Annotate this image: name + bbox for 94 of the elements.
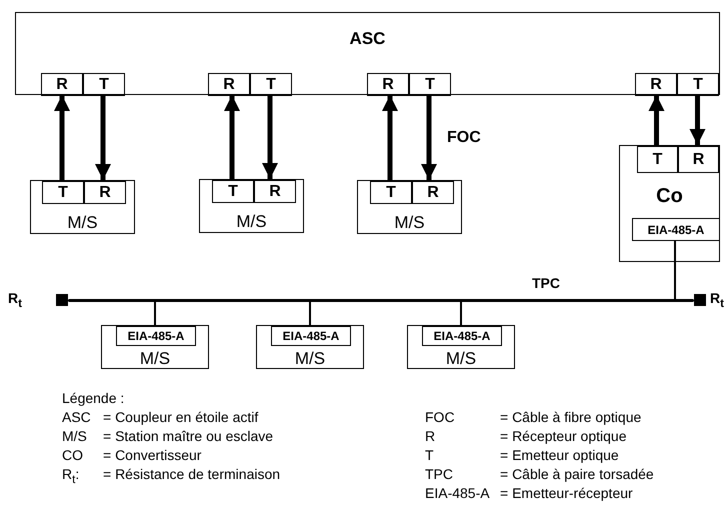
- legend-abbreviation: T: [425, 448, 434, 462]
- port-box: [41, 73, 83, 96]
- legend-abbreviation: EIA-485-A: [425, 486, 490, 500]
- legend-abbreviation: TPC: [425, 467, 453, 481]
- station-label: M/S: [236, 213, 267, 230]
- cable-label: FOC: [447, 130, 481, 146]
- arrow: [382, 95, 398, 180]
- legend-definition: = Emetteur optique: [500, 448, 619, 462]
- port-letter: R: [650, 76, 662, 92]
- legend-abbreviation: M/S: [62, 429, 87, 443]
- coupler-box: [15, 12, 720, 95]
- legend-abbreviation: R: [425, 429, 436, 443]
- cable-label: TPC: [532, 276, 560, 290]
- connector-line: [674, 240, 676, 299]
- legend-definition: = Station maître ou esclave: [103, 429, 274, 443]
- port-box: [83, 73, 125, 96]
- transceiver-box: [271, 326, 351, 346]
- legend-definition: = Récepteur optique: [500, 429, 626, 443]
- port-box: [367, 73, 409, 96]
- transceiver-label: EIA-485-A: [434, 330, 490, 342]
- coupler-label: ASC: [350, 30, 386, 47]
- port-letter: T: [386, 184, 396, 200]
- port-box: [678, 146, 719, 173]
- station-box: [407, 325, 515, 369]
- converter-label: Co: [656, 186, 683, 206]
- port-box: [412, 181, 454, 204]
- port-box: [409, 73, 451, 96]
- port-letter: R: [692, 152, 704, 168]
- station-label: M/S: [67, 214, 98, 231]
- connector-line: [154, 302, 156, 325]
- arrow: [421, 95, 437, 180]
- arrow: [54, 95, 70, 180]
- station-box: [357, 180, 462, 234]
- legend-definition: = Coupleur en étoile actif: [103, 410, 258, 424]
- station-label: M/S: [294, 350, 326, 367]
- terminator-label: R$_{t}$: [710, 291, 724, 310]
- legend-abbreviation: ASC: [62, 410, 91, 424]
- port-box: [250, 73, 292, 96]
- port-letter: T: [266, 76, 276, 92]
- port-letter: T: [58, 184, 68, 200]
- station-label: M/S: [394, 214, 425, 231]
- legend-definition: = Câble à fibre optique: [500, 410, 642, 424]
- bus-line: [68, 299, 694, 302]
- port-box: [635, 73, 677, 96]
- connector-line: [460, 302, 462, 325]
- transceiver-box: [632, 218, 720, 241]
- port-letter: T: [228, 184, 238, 200]
- legend-abbreviation: CO: [62, 448, 83, 462]
- port-box: [370, 181, 412, 204]
- station-box: [199, 179, 304, 233]
- port-letter: T: [99, 76, 109, 92]
- station-label: M/S: [140, 350, 170, 367]
- port-letter: R: [382, 76, 394, 92]
- legend-abbreviation: R$_{t}$:: [62, 467, 80, 486]
- port-box: [208, 73, 250, 96]
- arrow: [648, 95, 664, 145]
- transceiver-label: EIA-485-A: [282, 330, 340, 342]
- port-letter: R: [99, 184, 111, 200]
- converter-box: [619, 145, 720, 262]
- legend-title: Légende :: [62, 391, 124, 405]
- transceiver-label: EIA-485-A: [128, 330, 184, 342]
- port-box: [637, 146, 678, 173]
- port-letter: T: [652, 152, 662, 168]
- transceiver-box: [422, 326, 502, 346]
- terminator-label: R$_{t}$: [8, 291, 22, 310]
- station-box: [30, 180, 135, 234]
- transceiver-box: [116, 326, 196, 346]
- station-label: M/S: [446, 350, 476, 367]
- legend-definition: = Convertisseur: [103, 448, 202, 462]
- station-box: [101, 325, 209, 369]
- legend-definition: = Emetteur-récepteur: [500, 486, 633, 500]
- port-letter: R: [56, 76, 68, 92]
- arrow: [690, 95, 706, 145]
- legend-definition: = Résistance de terminaison: [103, 467, 280, 481]
- port-letter: R: [427, 184, 439, 200]
- transceiver-label: EIA-485-A: [648, 224, 704, 236]
- port-letter: T: [693, 76, 703, 92]
- legend-abbreviation: FOC: [425, 410, 455, 424]
- legend-definition: = Câble à paire torsadée: [500, 467, 654, 481]
- port-box: [84, 181, 126, 204]
- terminator-square: [694, 294, 706, 306]
- port-box: [677, 73, 719, 96]
- terminator-square: [56, 294, 68, 306]
- port-box: [254, 180, 296, 203]
- port-letter: R: [223, 76, 235, 92]
- arrow: [95, 95, 111, 180]
- port-box: [212, 180, 254, 203]
- arrow: [262, 95, 278, 179]
- port-letter: R: [269, 184, 281, 200]
- port-letter: T: [425, 76, 435, 92]
- port-box: [42, 181, 84, 204]
- station-box: [256, 325, 364, 369]
- arrow: [224, 95, 240, 179]
- connector-line: [309, 302, 311, 325]
